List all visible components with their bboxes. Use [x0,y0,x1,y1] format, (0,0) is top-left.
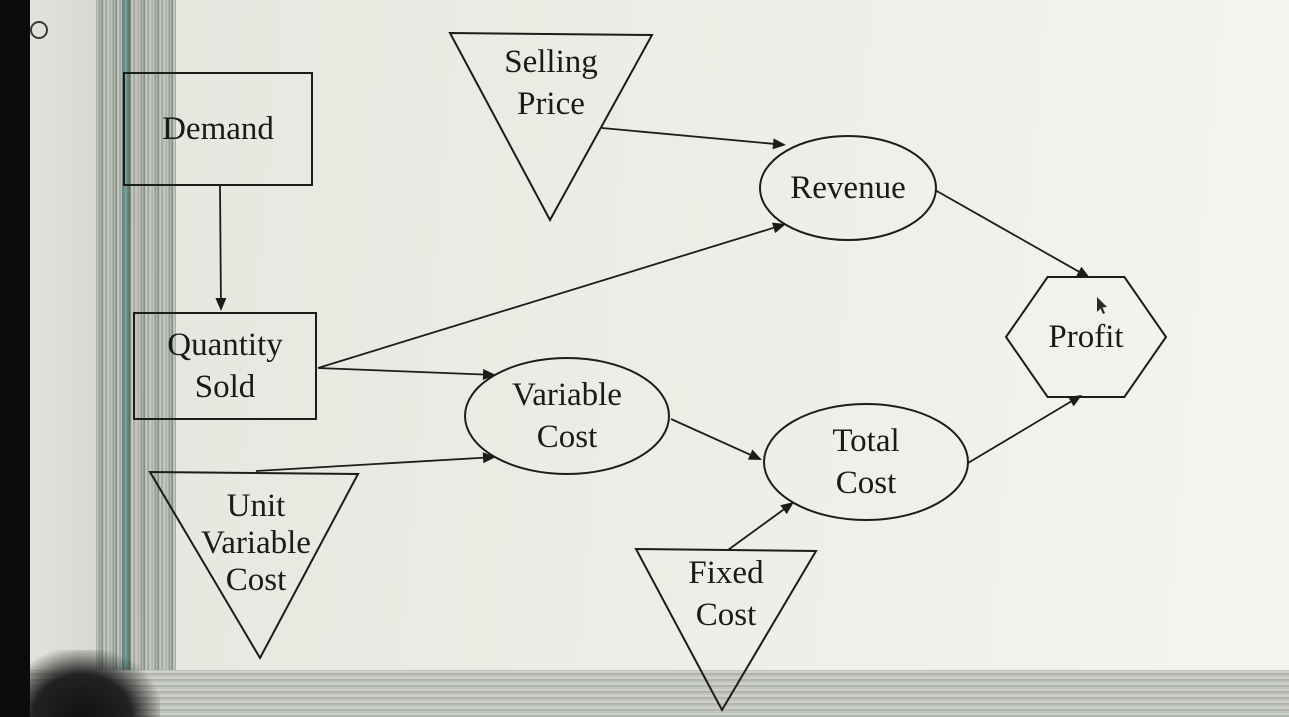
node-profit[interactable]: Profit [1004,276,1168,398]
arrowhead-icon [482,452,496,464]
bottom-toolbar [30,670,1289,717]
edge-selling-price-to-revenue [601,127,786,150]
edge-revenue-to-profit [934,189,1090,278]
node-label: Price [517,86,585,122]
left-dark-margin [0,0,30,717]
node-shape-triangle-down [448,31,654,223]
mouse-cursor-icon [1097,297,1107,314]
node-label: Profit [1048,319,1123,355]
node-revenue[interactable]: Revenue [759,135,937,241]
edge-line [601,127,774,145]
arrowhead-icon [482,368,496,380]
arrowhead-icon [747,449,762,460]
edge-line [967,400,1072,464]
edge-quantity-sold-to-variable-cost [317,367,496,380]
node-label: Total [832,423,899,459]
pane-divider[interactable] [96,0,176,690]
node-shape-ellipse [759,135,937,241]
node-label: Unit [227,488,286,524]
edge-line [727,508,785,551]
node-shape-rectangle [133,312,317,420]
node-shape-rectangle [123,72,313,186]
edge-line [317,226,774,369]
arrowhead-icon [1075,266,1090,278]
node-label: Variable [201,525,311,561]
edge-demand-to-quantity-sold [215,185,227,311]
node-label: Fixed [688,555,764,591]
diagram-canvas [176,0,1289,680]
node-label: Revenue [790,170,905,206]
edge-line [255,456,484,472]
node-shape-triangle-down [634,547,818,713]
arrowhead-icon [215,297,227,311]
edge-fixed-cost-to-total-cost [727,502,794,551]
edge-line [670,418,751,456]
node-label: Cost [836,465,897,501]
edge-line [317,367,484,376]
node-label: Variable [512,377,622,413]
node-demand[interactable]: Demand [123,72,313,186]
node-label: Cost [537,419,598,455]
arrowhead-icon [771,222,786,234]
node-shape-ellipse [464,357,670,475]
edge-variable-cost-to-total-cost [670,418,762,460]
edge-line [219,185,222,299]
node-label: Demand [162,111,274,147]
node-shape-ellipse [763,403,969,521]
arrowhead-icon [780,502,794,515]
node-label: Quantity [167,327,283,363]
edge-total-cost-to-profit [967,395,1082,464]
node-shape-triangle-down [148,470,360,661]
node-shape-hexagon [1004,276,1168,398]
edge-line [934,189,1080,273]
node-label: Sold [195,369,256,405]
bottom-shadow [30,650,160,717]
arrowhead-icon [772,138,786,150]
node-label: Cost [696,597,757,633]
left-panel [30,0,100,670]
pane-divider-accent [122,0,130,690]
edge-quantity-sold-to-revenue [317,222,786,369]
radio-button-icon[interactable] [30,21,48,39]
edge-unit-variable-cost-to-variable-cost [255,452,496,472]
node-label: Cost [226,562,287,598]
node-label: Selling [504,44,598,80]
